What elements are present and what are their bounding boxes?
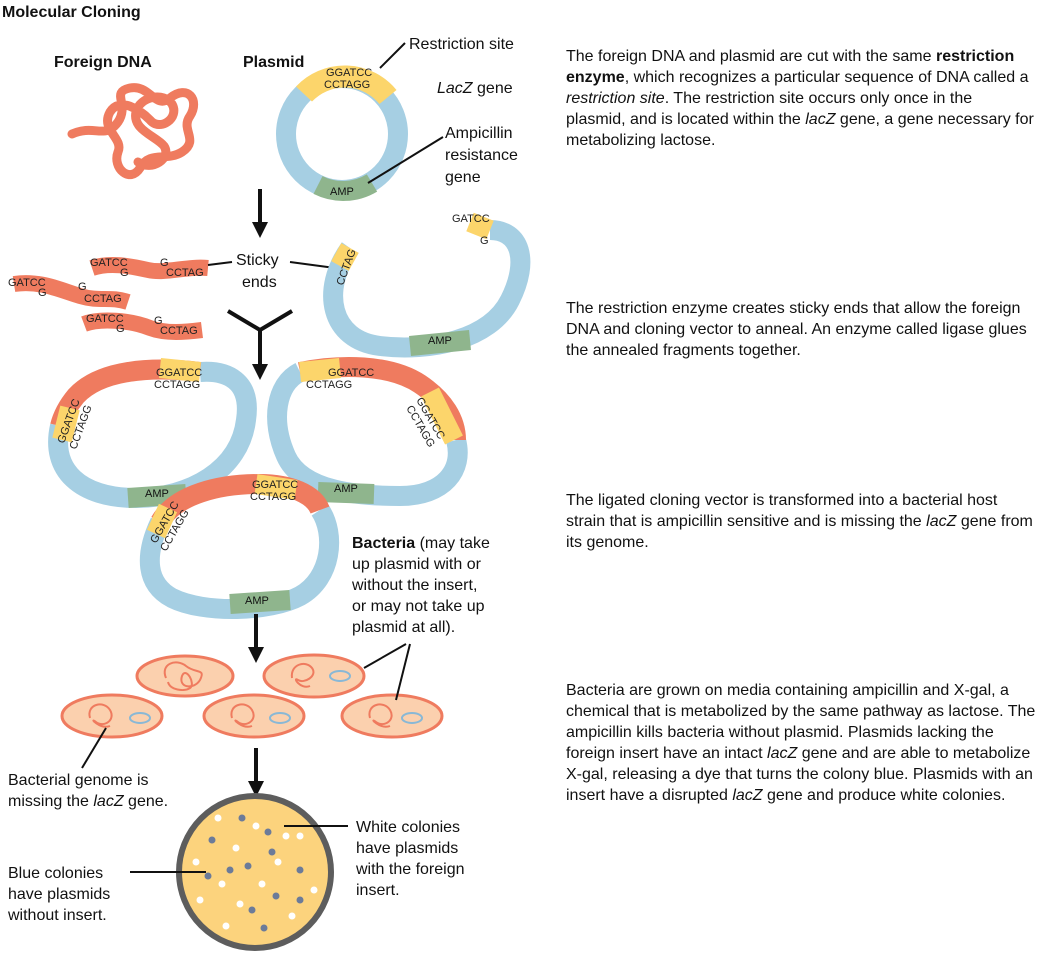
amp-resist-line1: Ampicillin xyxy=(445,125,513,142)
blue-colony xyxy=(248,906,256,914)
blue-colony xyxy=(296,866,304,874)
blue-colony xyxy=(296,896,304,904)
restriction-site-label: Restriction site xyxy=(409,36,514,53)
white-colony xyxy=(310,886,318,894)
white-line2: have plasmids xyxy=(356,840,458,857)
foreign-fragments xyxy=(12,256,209,340)
frag2-g: G xyxy=(120,267,129,279)
bacteria-line3: without the insert, xyxy=(351,577,477,594)
white-line1: White colonies xyxy=(356,819,460,836)
frag2-g2: G xyxy=(160,257,169,269)
bacteria-cells xyxy=(60,653,444,739)
frag1-g: G xyxy=(38,287,47,299)
plasmid-circle xyxy=(276,65,408,201)
pa-seq-bottom: CCTAGG xyxy=(154,379,200,391)
white-colony xyxy=(232,844,240,852)
cut-right-g: G xyxy=(480,235,489,247)
white-line3: with the foreign xyxy=(355,861,465,878)
genome-line1: Bacterial genome is xyxy=(8,772,149,789)
blue-colony xyxy=(208,836,216,844)
blue-colony xyxy=(264,828,272,836)
white-colony xyxy=(258,880,266,888)
bacteria-line4: or may not take up xyxy=(352,598,485,615)
bacteria-line2: up plasmid with or xyxy=(352,556,482,573)
plasmid-label: Plasmid xyxy=(243,54,304,71)
site-seq-bottom: CCTAGG xyxy=(324,79,370,91)
white-colony xyxy=(236,900,244,908)
amp-resist-line3: gene xyxy=(445,169,481,186)
frag3-top: GATCC xyxy=(86,313,124,325)
cut-plasmid xyxy=(323,212,531,358)
frag3-g: G xyxy=(116,323,125,335)
blue-line3: without insert. xyxy=(7,907,107,924)
blue-colony xyxy=(268,848,276,856)
pa-amp-label: AMP xyxy=(145,488,169,500)
step2-text: The restriction enzyme creates sticky en… xyxy=(566,300,1027,359)
white-colony xyxy=(214,814,222,822)
frag3-right: CCTAG xyxy=(160,325,198,337)
white-colony xyxy=(218,880,226,888)
pc-seq-bottom: CCTAGG xyxy=(250,491,296,503)
frag2-top: GATCC xyxy=(90,257,128,269)
white-colony xyxy=(296,832,304,840)
recombinant-plasmid-b xyxy=(267,357,468,507)
pc-seq-top: GGATCC xyxy=(252,479,298,491)
white-colony xyxy=(274,858,282,866)
pb-seq-bottom: CCTAGG xyxy=(306,379,352,391)
bacteria-line5: plasmid at all). xyxy=(352,619,455,636)
frag1-top: GATCC xyxy=(8,277,46,289)
white-colony xyxy=(196,896,204,904)
frag1-right: CCTAG xyxy=(84,293,122,305)
blue-colony xyxy=(244,862,252,870)
frag3-g2: G xyxy=(154,315,163,327)
cut-right-top: GATCC xyxy=(452,213,490,225)
pc-amp-label: AMP xyxy=(245,595,269,607)
sticky-ends-line2: ends xyxy=(242,274,277,291)
amp-resist-line2: resistance xyxy=(445,147,518,164)
cut-amp-label: AMP xyxy=(428,335,452,347)
blue-colony xyxy=(272,892,280,900)
blue-line1: Blue colonies xyxy=(8,865,103,882)
bacteria-line1: Bacteria (may take xyxy=(352,535,490,552)
recombinant-plasmid-c xyxy=(139,473,340,619)
blue-colony xyxy=(204,872,212,880)
step4-text: Bacteria are grown on media containing a… xyxy=(566,682,1036,804)
blue-colony xyxy=(260,924,268,932)
sticky-ends-line1: Sticky xyxy=(236,252,279,269)
step3-text: The ligated cloning vector is transforme… xyxy=(566,492,1033,551)
step1-text: The foreign DNA and plasmid are cut with… xyxy=(566,48,1034,149)
foreign-dna-tangle xyxy=(67,83,199,179)
white-colony xyxy=(252,822,260,830)
foreign-dna-label: Foreign DNA xyxy=(54,54,152,71)
frag1-g2: G xyxy=(78,281,87,293)
white-colony xyxy=(222,922,230,930)
figure-title: Molecular Cloning xyxy=(2,4,141,21)
white-colony xyxy=(288,912,296,920)
lacz-gene-label: LacZ gene xyxy=(437,80,513,97)
pb-amp-label: AMP xyxy=(334,483,358,495)
site-seq-top: GGATCC xyxy=(326,67,372,79)
white-colony xyxy=(192,858,200,866)
white-colony xyxy=(282,832,290,840)
plasmid-amp-label: AMP xyxy=(330,186,354,198)
blue-line2: have plasmids xyxy=(8,886,110,903)
white-line4: insert. xyxy=(356,882,400,899)
blue-colony xyxy=(226,866,234,874)
pa-seq-top: GGATCC xyxy=(156,367,202,379)
pb-seq-top: GGATCC xyxy=(328,367,374,379)
merge-arrow xyxy=(226,309,294,380)
blue-colony xyxy=(238,814,246,822)
genome-line2: missing the lacZ gene. xyxy=(8,793,168,810)
frag2-right: CCTAG xyxy=(166,267,204,279)
colonies xyxy=(192,814,318,932)
